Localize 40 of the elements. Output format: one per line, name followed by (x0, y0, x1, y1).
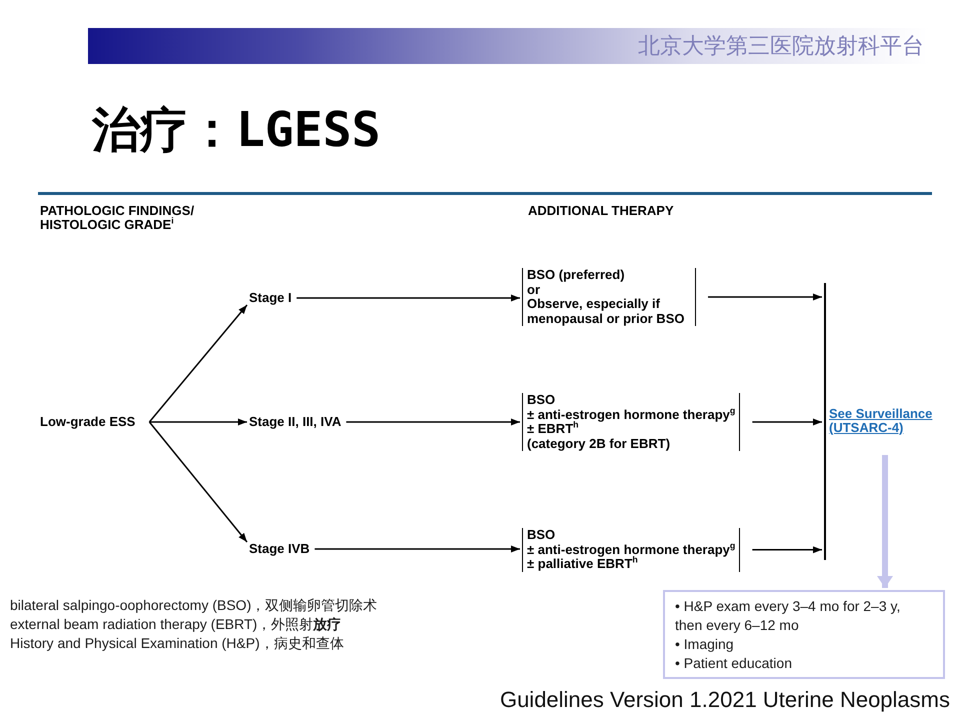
header-text: 北京大学第三医院放射科平台 (638, 32, 924, 60)
arrow (149, 418, 247, 426)
therapy-option: ± EBRT$^{h}$ (527, 422, 736, 436)
arrow (314, 546, 520, 552)
bullet-item: • H&P exam every 3–4 mo for 2–3 y, then every 6–12 mo (675, 597, 902, 635)
arrow (148, 422, 248, 542)
therapy-option: ± palliative EBRT$^{h}$ (527, 557, 736, 572)
stage-label: Stage IVB (249, 541, 310, 557)
arrow (708, 294, 822, 300)
note-line: History and Physical Examination (H&P)，病史和查体 (10, 634, 344, 653)
source-line: Guidelines Version 1.2021 Uterine Neoplasms (500, 686, 950, 714)
therapy-option: ± anti-estrogen hormone therapy$^{g}$ (527, 408, 736, 422)
note-line: external beam radiation therapy (EBRT)，外照射放疗 (10, 615, 342, 634)
therapy-option: Observe, especially if menopausal or prior BSO (527, 297, 691, 326)
surveillance-link: See Surveillance (UTSARC-4) (829, 407, 941, 435)
column-header: PATHOLOGIC FINDINGS/ HISTOLOGIC GRADE$^{i}$ (40, 204, 196, 232)
bullet-item: • Patient education (675, 654, 793, 673)
stage-label: Stage I (249, 290, 292, 306)
slide-title: 治疗：LGESS (92, 101, 380, 160)
therapy-option: or (527, 282, 691, 297)
therapy-option: BSO (527, 393, 736, 408)
note-line: bilateral salpingo-oophorectomy (BSO)，双侧输卵管切除术 (10, 596, 378, 615)
column-header: ADDITIONAL THERAPY (528, 204, 674, 218)
arrow (877, 455, 893, 588)
therapy-option: BSO (527, 528, 736, 542)
therapy-option: ± anti-estrogen hormone therapy$^{g}$ (527, 542, 736, 557)
bracket-box (522, 268, 696, 326)
finding-label: Low-grade ESS (40, 414, 136, 430)
stage-label: Stage II, III, IVA (249, 414, 342, 430)
arrow (296, 294, 520, 302)
arrow (752, 418, 822, 426)
arrow (148, 304, 248, 422)
arrow (752, 546, 822, 554)
therapy-option: BSO (preferred) (527, 268, 691, 282)
arrow (346, 418, 520, 426)
bullet-item: • Imaging (675, 635, 735, 654)
bracket-box (522, 528, 740, 572)
surveillance-box (663, 590, 945, 679)
therapy-option: (category 2B for EBRT) (527, 436, 736, 451)
bracket-box (522, 393, 740, 451)
